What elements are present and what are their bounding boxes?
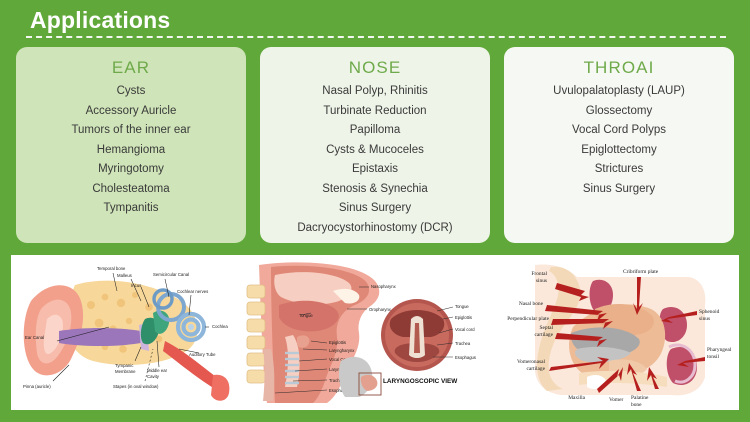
list-item: Myringotomy bbox=[98, 163, 164, 175]
label-pinna: Pinna (auricle) bbox=[23, 384, 51, 389]
label-incus: Incus bbox=[131, 283, 141, 288]
list-item: Cholesteatoma bbox=[92, 182, 170, 195]
label-trachea: Trachea bbox=[329, 378, 345, 383]
list-item: Nasal Polyp, Rhinitis bbox=[322, 85, 428, 97]
label-sphenoid-sinus: Sphenoid bbox=[699, 309, 720, 315]
label-palatine-bone: Palatine bbox=[631, 395, 649, 401]
label-epiglottis: Epiglottis bbox=[329, 340, 346, 345]
label-malleus: Malleus bbox=[117, 273, 132, 278]
bottom-band bbox=[0, 410, 750, 422]
label-esophagus: Esophagus bbox=[329, 388, 350, 393]
label-stapes: Stapes (in oval window) bbox=[113, 384, 159, 389]
label-temporal-bone: Temporal bone bbox=[97, 266, 126, 271]
list-item: Cysts & Mucoceles bbox=[326, 143, 424, 156]
label-nasal-bone: Nasal bone bbox=[519, 301, 544, 307]
label-frontal-sinus: Frontal bbox=[531, 271, 547, 277]
list-item: Turbinate Reduction bbox=[323, 104, 427, 117]
list-item: Papilloma bbox=[349, 124, 401, 136]
label-vomeronasal-cartilage-2: cartilage bbox=[526, 366, 545, 372]
label-sphenoid-sinus-2: sinus bbox=[699, 316, 710, 322]
list-item: Hemangioma bbox=[96, 143, 166, 156]
card-nose-heading: NOSE bbox=[348, 58, 402, 77]
card-ear-heading: EAR bbox=[111, 58, 151, 77]
label-cochlear-nerves: Cochlear nerves bbox=[177, 289, 208, 294]
label-septal-cartilage: Septal bbox=[540, 325, 554, 331]
card-ear-list: Cysts Accessory Auricle Tumors of the in… bbox=[22, 82, 240, 219]
label-vomeronasal-cartilage: Vomeronasal bbox=[517, 359, 546, 365]
label-nasopharynx: Nasopharynx bbox=[371, 284, 397, 289]
image-nasal-septum-anatomy: Frontal sinus Cribriform plate Nasal bon… bbox=[491, 257, 737, 408]
label-laryngharynx: Laryngharynx bbox=[329, 348, 355, 353]
label-cribriform-plate: Cribriform plate bbox=[623, 268, 659, 275]
list-item: Stenosis & Synechia bbox=[322, 182, 428, 195]
head-inset bbox=[338, 356, 382, 397]
list-item: Epistaxis bbox=[351, 163, 399, 175]
page-title: Applications bbox=[30, 7, 171, 33]
label-septal-cartilage-2: cartilage bbox=[534, 332, 553, 338]
card-nose-list: Nasal Polyp, Rhinitis Turbinate Reductio… bbox=[266, 82, 484, 238]
list-item: Cysts bbox=[116, 85, 146, 97]
label-tongue-sagittal: Tongue bbox=[299, 313, 313, 318]
label-vocal-cord: Vocal Cord bbox=[329, 357, 350, 362]
title-divider bbox=[26, 36, 726, 38]
label-trachea-scope: Trachea bbox=[455, 341, 471, 346]
list-item: Sinus Surgery bbox=[582, 182, 656, 195]
label-maxilla: Maxilla bbox=[568, 395, 585, 401]
caption-laryngoscopic-view: LARYNGOSCOPIC VIEW bbox=[383, 378, 458, 385]
list-item: Uvulopalatoplasty (LAUP) bbox=[553, 85, 685, 97]
list-item: Vocal Cord Polyps bbox=[572, 124, 666, 136]
card-throat-heading: THROAI bbox=[583, 58, 655, 77]
label-semicircular-canal: Semicircular Canal bbox=[153, 272, 189, 277]
label-esophagus-scope: Esophagus bbox=[455, 355, 476, 360]
card-throat-list: Uvulopalatoplasty (LAUP) Glossectomy Voc… bbox=[510, 82, 728, 199]
list-item: Glossectomy bbox=[585, 104, 653, 117]
list-item: Epiglottectomy bbox=[581, 143, 657, 156]
card-nose[interactable]: NOSE Nasal Polyp, Rhinitis Turbinate Red… bbox=[260, 47, 490, 243]
card-ear[interactable]: EAR Cysts Accessory Auricle Tumors of th… bbox=[16, 47, 246, 243]
list-item: Sinus Surgery bbox=[338, 202, 412, 214]
anatomy-image-strip: Ear Canal Temporal bone Malleus Incus Se… bbox=[11, 255, 739, 410]
list-item: Dacryocystorhinostomy (DCR) bbox=[297, 221, 453, 234]
label-palatine-bone-2: bone bbox=[631, 402, 642, 408]
label-auditory-tube: Auditory Tube bbox=[189, 352, 216, 357]
image-ear-anatomy: Ear Canal Temporal bone Malleus Incus Se… bbox=[13, 257, 237, 408]
label-ear-canal: Ear Canal bbox=[25, 335, 44, 340]
label-vocal-cord-scope: Vocal cord bbox=[455, 327, 475, 332]
list-item: Accessory Auricle bbox=[85, 104, 177, 117]
list-item: Strictures bbox=[594, 163, 644, 175]
label-pharyngeal-tonsil: Pharyngeal bbox=[707, 347, 732, 353]
label-frontal-sinus-2: sinus bbox=[536, 278, 547, 284]
laryngoscopic-view: Tongue Epiglottis Vocal cord Trachea Eso… bbox=[381, 299, 476, 385]
label-oropharynx: Oropharynx bbox=[369, 307, 392, 312]
card-throat[interactable]: THROAI Uvulopalatoplasty (LAUP) Glossect… bbox=[504, 47, 734, 243]
label-larynx: Larynx bbox=[329, 367, 342, 372]
label-epiglottis-scope: Epiglottis bbox=[455, 315, 472, 320]
label-cochlea: Cochlea bbox=[212, 324, 228, 329]
label-tympanic-membrane-2: Membrane bbox=[115, 369, 136, 374]
label-vomer: Vomer bbox=[609, 397, 623, 403]
slide-header: Applications bbox=[0, 0, 750, 34]
label-perpendicular-plate: Perpendicular plate bbox=[507, 316, 549, 322]
label-tympanic-membrane: Tympanic bbox=[115, 363, 134, 368]
label-tongue-scope: Tongue bbox=[455, 304, 469, 309]
image-throat-anatomy: Nasopharynx Oropharynx Tongue Epiglottis… bbox=[241, 257, 487, 408]
applications-cards: EAR Cysts Accessory Auricle Tumors of th… bbox=[0, 38, 750, 243]
list-item: Tympanitis bbox=[103, 202, 159, 214]
label-middle-ear: Middle ear bbox=[147, 368, 168, 373]
label-pharyngeal-tonsil-2: tonsil bbox=[707, 354, 719, 360]
list-item: Tumors of the inner ear bbox=[71, 124, 191, 136]
label-middle-ear-2: Cavity bbox=[147, 374, 160, 379]
